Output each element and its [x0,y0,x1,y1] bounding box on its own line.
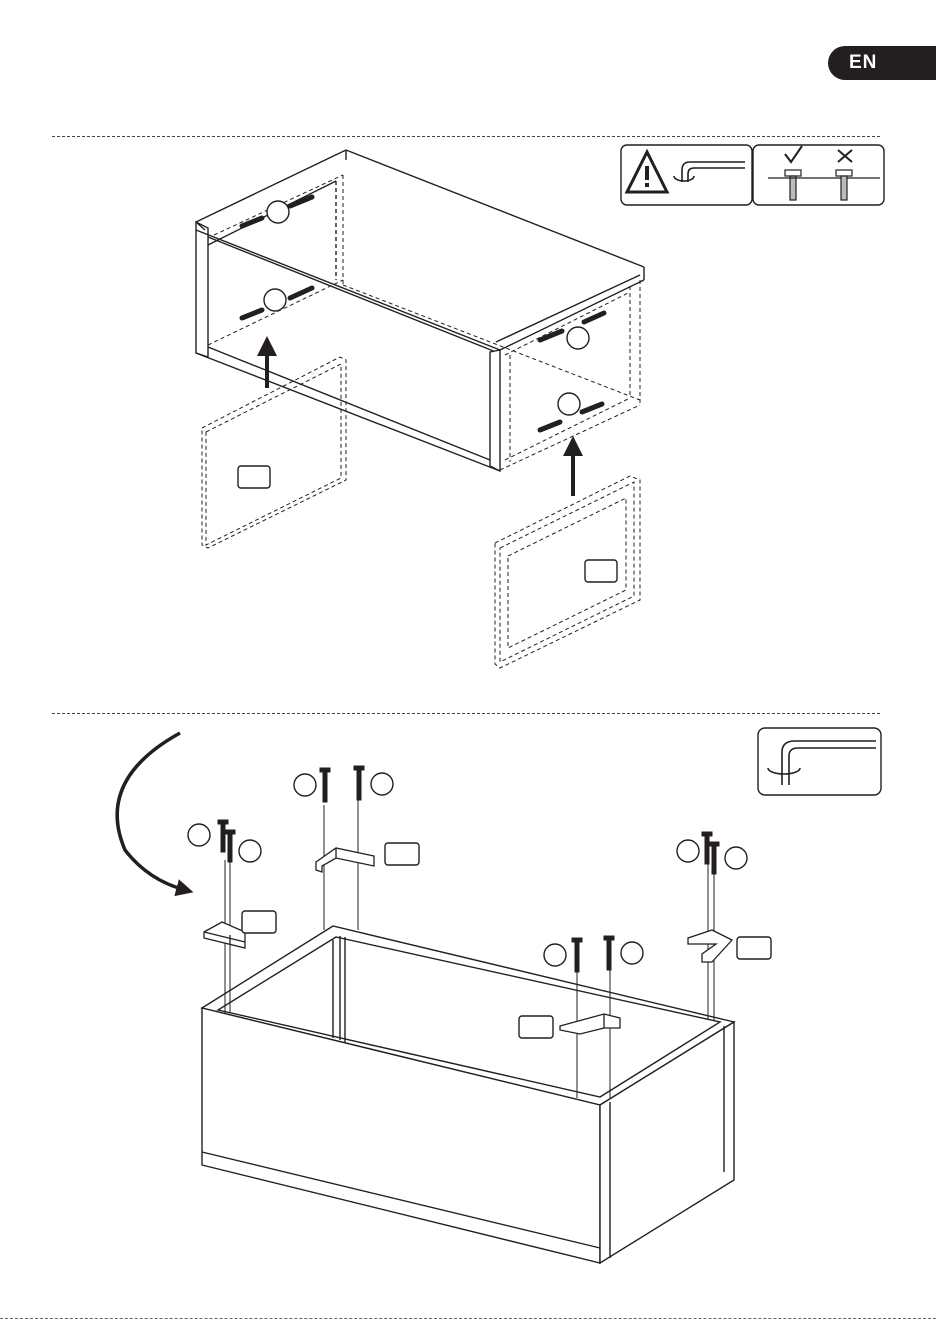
corner-bracket [316,848,374,872]
corner-bracket [688,930,732,962]
part-label-box [737,937,771,959]
screws-bottom [218,766,719,972]
callout-circle [267,201,289,223]
callout-circle [725,847,747,869]
dowel-pins-top [242,197,604,430]
callouts-top [264,201,589,415]
callouts-bottom [188,773,747,966]
callout-circle [294,774,316,796]
panel-label-box-right [585,560,617,582]
callout-circle [188,824,210,846]
part-label-box [385,843,419,865]
callout-circle [239,840,261,862]
allen-key-box-bottom [758,728,881,795]
rotate-arrow [117,733,185,890]
panel-right-dashed [495,476,640,668]
callout-circle [264,289,286,311]
callout-circle [558,393,580,415]
panel-left-dashed [202,357,346,548]
part-label-box [519,1016,553,1038]
callout-circle [677,840,699,862]
part-label-box [242,911,276,933]
cabinet-carcass [202,926,734,1263]
callout-circle [621,942,643,964]
callout-circle [567,327,589,349]
panel-label-box-left [238,466,270,488]
callout-circle [544,944,566,966]
warning-tool-box [621,145,884,205]
callout-circle [371,773,393,795]
